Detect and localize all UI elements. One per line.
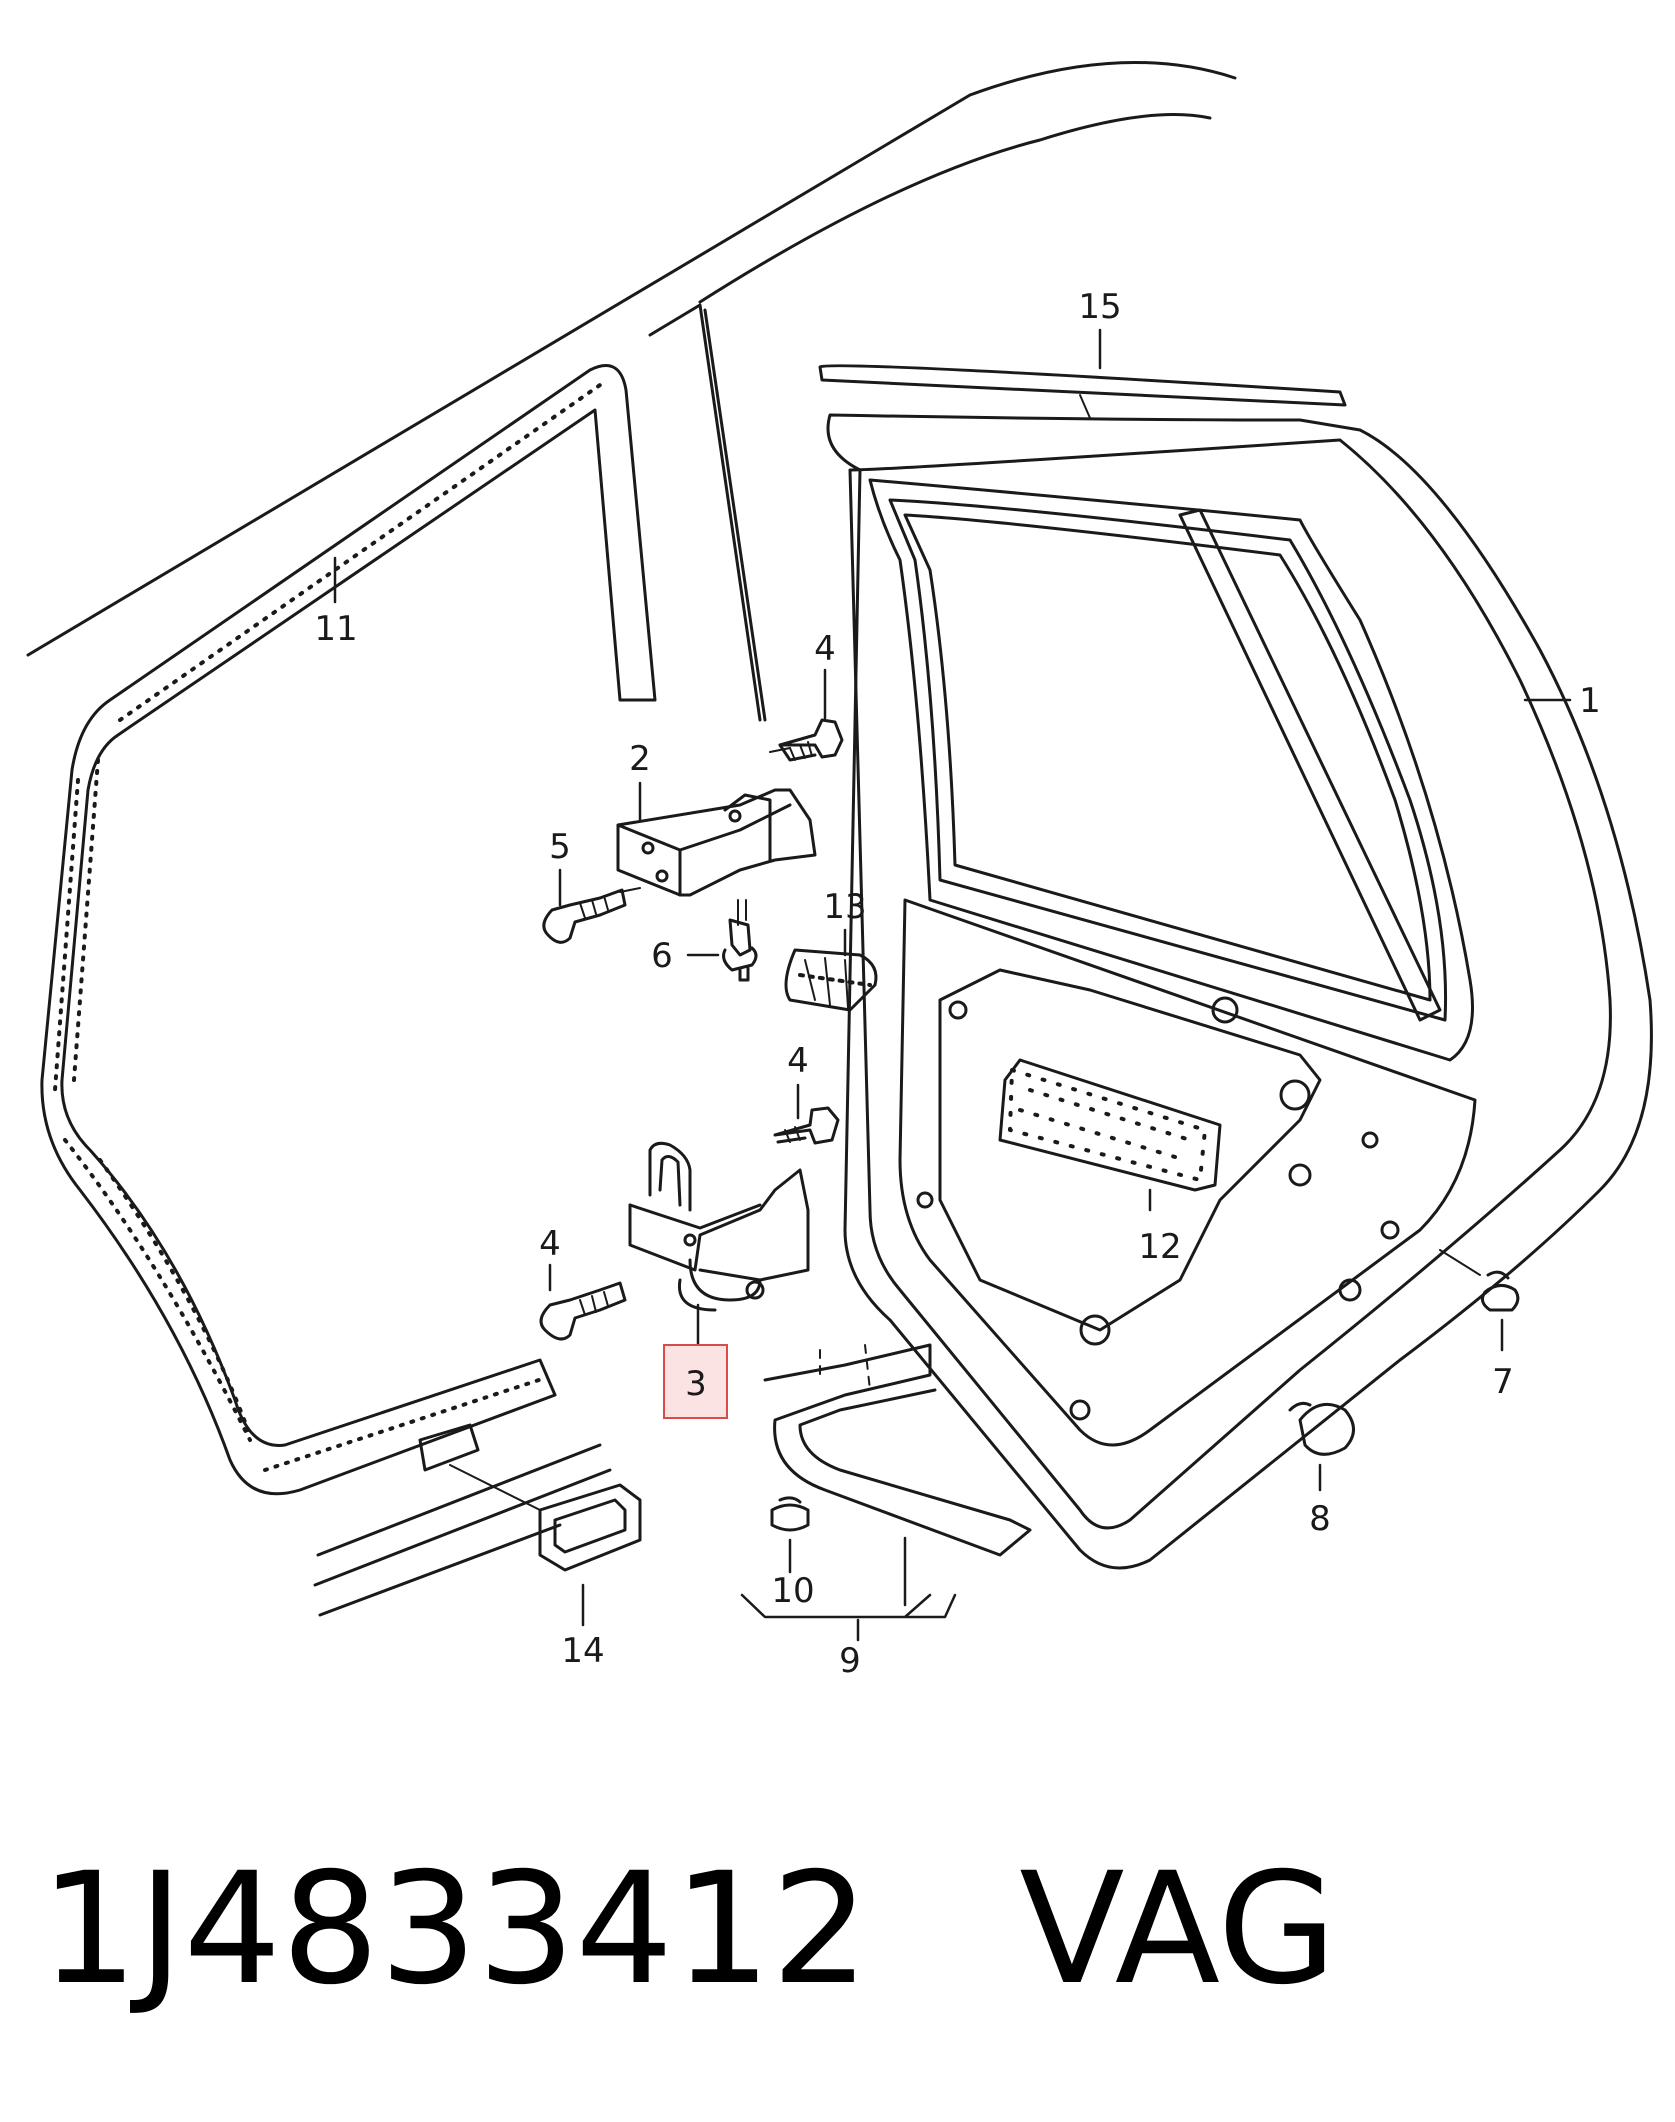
window-seal-part-11	[40, 364, 657, 1496]
lower-hinge-part-3	[628, 1141, 810, 1312]
parts-diagram: 11 15 1 4 2 5 6 13 4 4 3 12 7 8 10 14 9	[26, 60, 1653, 1681]
callout-6: 6	[651, 936, 673, 976]
cap-part-8	[1288, 1401, 1355, 1456]
leader-lines	[333, 328, 1572, 1642]
sill-lines	[313, 1423, 612, 1617]
sound-pad-part-12	[998, 1058, 1222, 1192]
callout-15: 15	[1078, 287, 1121, 327]
bolt-part-4-lower	[539, 1281, 627, 1341]
highlight-box	[663, 1344, 728, 1419]
door-seal-part-9	[763, 1343, 1032, 1557]
nut-part-10	[770, 1496, 810, 1532]
body-outline	[26, 60, 1237, 722]
callout-8: 8	[1309, 1499, 1331, 1539]
callout-10: 10	[771, 1571, 814, 1611]
window-channel-part-15	[818, 364, 1347, 419]
bolt-part-4-upper	[769, 718, 844, 762]
callout-7: 7	[1492, 1362, 1514, 1402]
callout-12: 12	[1138, 1227, 1181, 1267]
callout-2: 2	[629, 739, 651, 779]
bolt-part-4-middle	[773, 1106, 840, 1145]
part-number: 1J4833412	[40, 1840, 870, 2019]
brand-name: VAG	[1019, 1840, 1337, 2019]
callout-13: 13	[823, 887, 866, 927]
callout-14: 14	[561, 1631, 604, 1671]
pin-part-6	[722, 899, 758, 982]
bolt-part-5	[542, 887, 641, 944]
callout-4-lower: 4	[539, 1224, 561, 1264]
grommet-part-13	[784, 948, 878, 1012]
upper-hinge-part-2	[616, 788, 817, 897]
callout-5: 5	[549, 827, 571, 867]
callout-4-middle: 4	[787, 1041, 809, 1081]
cap-part-7	[1439, 1249, 1520, 1312]
connector-part-14	[449, 1464, 642, 1572]
callout-4-upper: 4	[814, 629, 836, 669]
callout-3: 3	[685, 1364, 707, 1404]
footer-caption: 1J4833412 VAG	[40, 1830, 1640, 2030]
callout-11: 11	[314, 609, 357, 649]
door-part-1	[826, 413, 1653, 1570]
callout-9: 9	[839, 1641, 861, 1681]
callout-1: 1	[1579, 681, 1601, 721]
